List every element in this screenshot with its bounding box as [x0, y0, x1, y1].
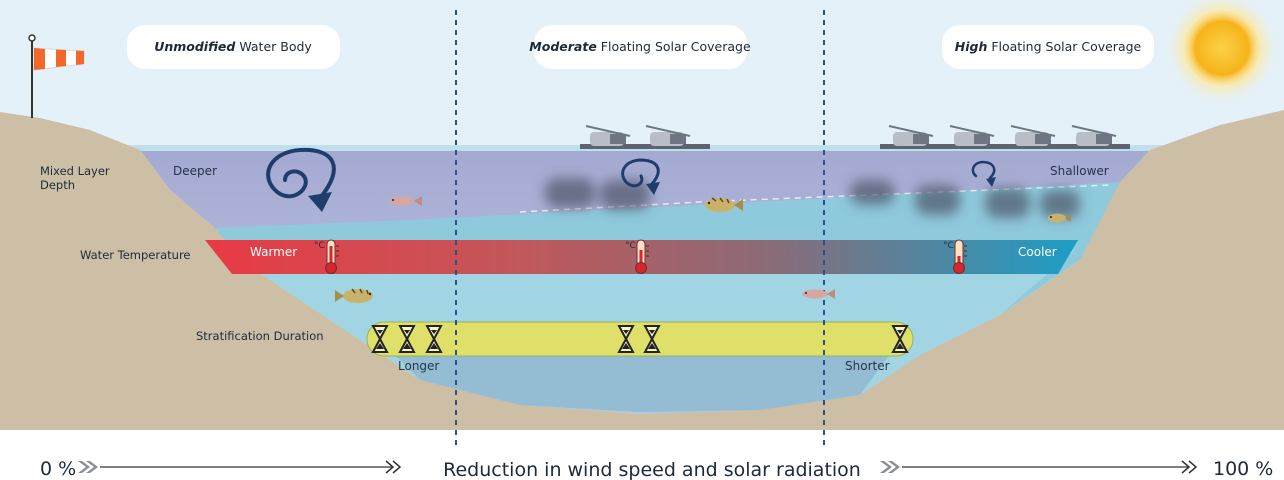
hourglass-icon	[371, 325, 389, 353]
deeper-label: Deeper	[173, 164, 217, 178]
hourglass-icon	[643, 325, 661, 353]
mixing-arrow-medium-icon	[621, 158, 660, 195]
panel-pill-3	[942, 25, 1154, 69]
perch-fish-icon	[705, 197, 743, 212]
windsock-icon	[28, 34, 85, 118]
warmer-label: Warmer	[250, 245, 297, 259]
land-left	[0, 110, 1284, 430]
double-chevron-icon	[880, 461, 900, 473]
trout-fish-icon	[389, 196, 422, 206]
degree-unit-label: °C	[625, 241, 636, 251]
thermocline-line	[519, 184, 1111, 213]
stratification-duration-label: Stratification Duration	[196, 329, 324, 343]
thermometer-icon	[953, 239, 967, 274]
axis-title: Reduction in wind speed and solar radiat…	[443, 459, 861, 480]
perch-fish-left-icon	[335, 288, 373, 303]
degree-unit-label: °C	[314, 241, 325, 251]
thermometer-icon	[635, 239, 649, 274]
panel-shadows	[545, 178, 1080, 218]
hourglass-icon	[891, 325, 909, 353]
solar-panels-high	[880, 125, 1130, 149]
water-temperature-label: Water Temperature	[80, 248, 191, 262]
shorter-label: Shorter	[845, 359, 890, 373]
thermometer-icon	[325, 239, 339, 274]
degree-unit-label: °C	[943, 241, 954, 251]
hourglass-icon	[398, 325, 416, 353]
shallower-label: Shallower	[1050, 164, 1109, 178]
small-perch-fish-icon	[1048, 213, 1071, 223]
hourglass-icon	[425, 325, 443, 353]
mixed-layer-depth-label: Mixed Layer Depth	[40, 164, 113, 192]
panel-pill-1	[127, 25, 340, 69]
hourglass-icon	[617, 325, 635, 353]
axis-start-label: 0 %	[40, 458, 76, 480]
longer-label: Longer	[398, 359, 439, 373]
stratification-bar	[366, 321, 914, 357]
double-chevron-icon	[78, 461, 98, 473]
solar-panels-moderate	[580, 125, 710, 149]
panel-title-high: High Floating Solar Coverage	[955, 39, 1142, 54]
bottom-bowl	[380, 340, 900, 414]
axis-arrowhead-right-icon	[1181, 460, 1198, 474]
trout-fish-right-icon	[802, 289, 835, 299]
panel-title-unmodified: Unmodified Water Body	[154, 39, 312, 54]
mixing-arrow-large-icon	[266, 147, 336, 212]
mixing-arrow-small-icon	[971, 160, 996, 187]
axis-end-label: 100 %	[1213, 458, 1273, 480]
cooler-label: Cooler	[1018, 245, 1057, 259]
panel-title-moderate: Moderate Floating Solar Coverage	[529, 39, 751, 54]
sun-icon	[1184, 10, 1260, 86]
panel-pill-2	[534, 25, 747, 69]
axis-arrowhead-left-icon	[385, 460, 402, 474]
